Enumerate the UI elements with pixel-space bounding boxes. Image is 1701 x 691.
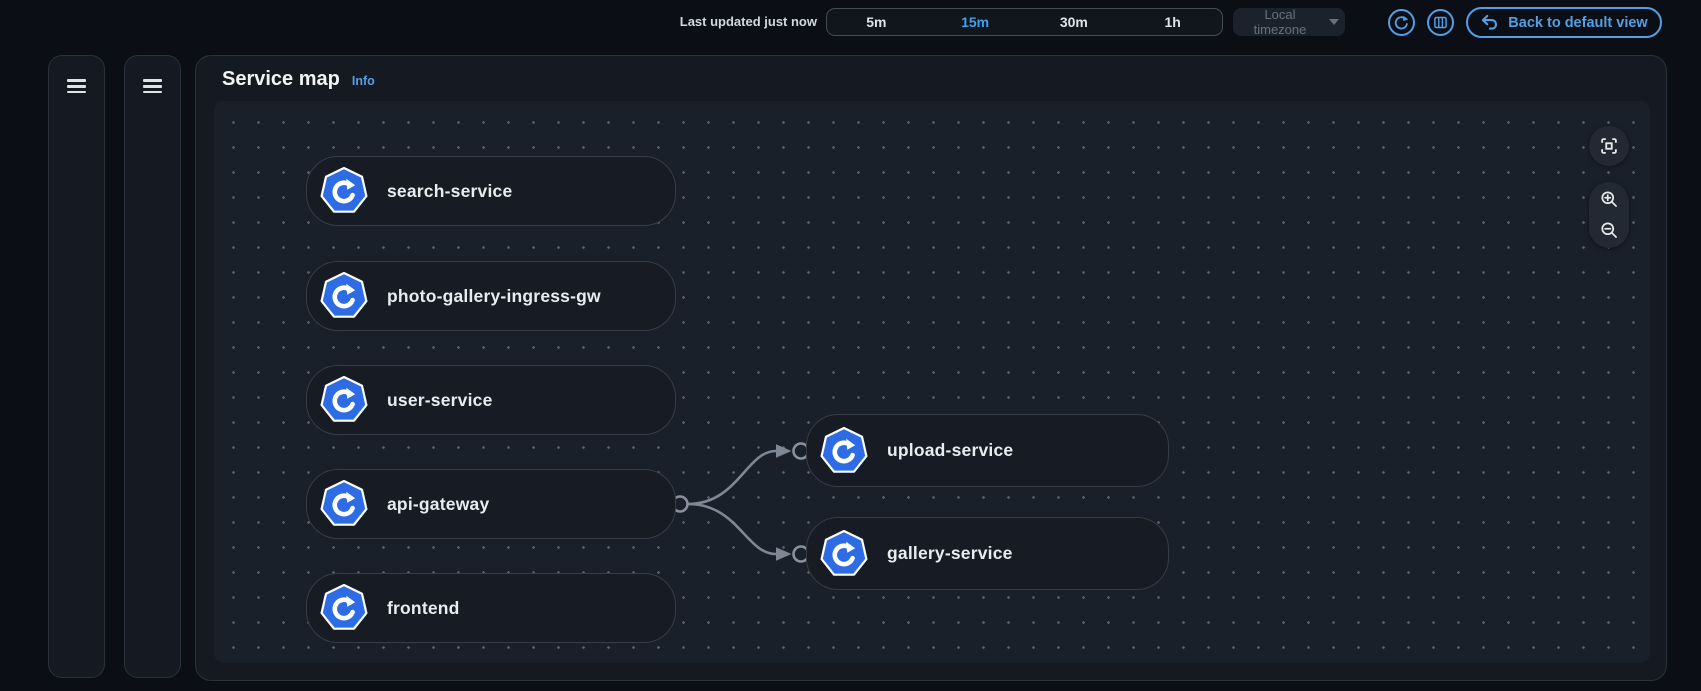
service-node-frontend[interactable]: frontend [306, 573, 676, 643]
kubernetes-workload-icon [320, 272, 368, 318]
service-node-label: upload-service [887, 440, 1014, 460]
service-node-upload-service[interactable]: upload-service [806, 414, 1169, 487]
service-node-gallery-service[interactable]: gallery-service [806, 517, 1169, 590]
zoom-in-button[interactable] [1596, 187, 1622, 213]
minimap-icon [1434, 16, 1447, 29]
open-second-panel-button[interactable] [139, 72, 166, 101]
refresh-button[interactable] [1388, 9, 1415, 36]
service-node-user-service[interactable]: user-service [306, 365, 676, 435]
service-node-label: photo-gallery-ingress-gw [387, 285, 601, 306]
kubernetes-workload-icon [320, 376, 368, 422]
undo-arrow-icon [1482, 14, 1498, 30]
info-link[interactable]: Info [351, 74, 375, 88]
timezone-dropdown-label: Local timezone [1253, 7, 1307, 37]
service-node-label: api-gateway [387, 493, 490, 514]
kubernetes-workload-icon [820, 529, 868, 576]
time-range-1h-button[interactable]: 1h [1123, 9, 1222, 35]
kubernetes-workload-icon [320, 480, 368, 526]
panel-header: Service map Info [222, 68, 375, 91]
service-node-label: user-service [387, 389, 493, 410]
service-node-photo-gallery-ingress-gw[interactable]: photo-gallery-ingress-gw [306, 261, 676, 331]
kubernetes-workload-icon [320, 584, 368, 630]
zoom-out-icon [1600, 222, 1617, 238]
back-to-default-view-button[interactable]: Back to default view [1466, 7, 1662, 38]
zoom-out-button[interactable] [1596, 217, 1622, 243]
service-node-label: gallery-service [887, 543, 1013, 563]
hamburger-menu-icon [143, 79, 162, 94]
time-range-segmented-control: 5m 15m 30m 1h [826, 8, 1223, 36]
service-map-panel: Service map Info search-service [195, 55, 1667, 681]
kubernetes-workload-icon [820, 426, 868, 473]
hamburger-menu-icon [67, 79, 86, 94]
fit-to-screen-icon [1601, 138, 1617, 154]
zoom-controls [1589, 182, 1629, 248]
service-node-api-gateway[interactable]: api-gateway [306, 469, 676, 539]
service-node-label: search-service [387, 180, 513, 201]
collapsed-side-panel-left [48, 55, 105, 678]
refresh-icon [1394, 15, 1409, 30]
service-node-label: frontend [387, 597, 460, 618]
service-map-canvas[interactable]: search-service photo-gallery-ingress-gw … [214, 101, 1650, 663]
service-node-search-service[interactable]: search-service [306, 156, 676, 226]
chevron-down-icon [1329, 19, 1339, 25]
kubernetes-workload-icon [320, 167, 368, 213]
back-to-default-view-label: Back to default view [1508, 14, 1648, 31]
time-range-30m-button[interactable]: 30m [1025, 9, 1124, 35]
zoom-in-icon [1600, 191, 1617, 208]
last-updated-text: Last updated just now [679, 14, 817, 29]
minimap-button[interactable] [1427, 9, 1454, 36]
open-left-panel-button[interactable] [63, 72, 90, 101]
time-range-5m-button[interactable]: 5m [827, 9, 926, 35]
page-title: Service map [222, 68, 340, 90]
time-range-15m-button[interactable]: 15m [926, 9, 1025, 35]
timezone-dropdown[interactable]: Local timezone [1233, 7, 1345, 37]
fit-to-screen-button[interactable] [1589, 126, 1629, 166]
collapsed-side-panel-right [124, 55, 181, 678]
